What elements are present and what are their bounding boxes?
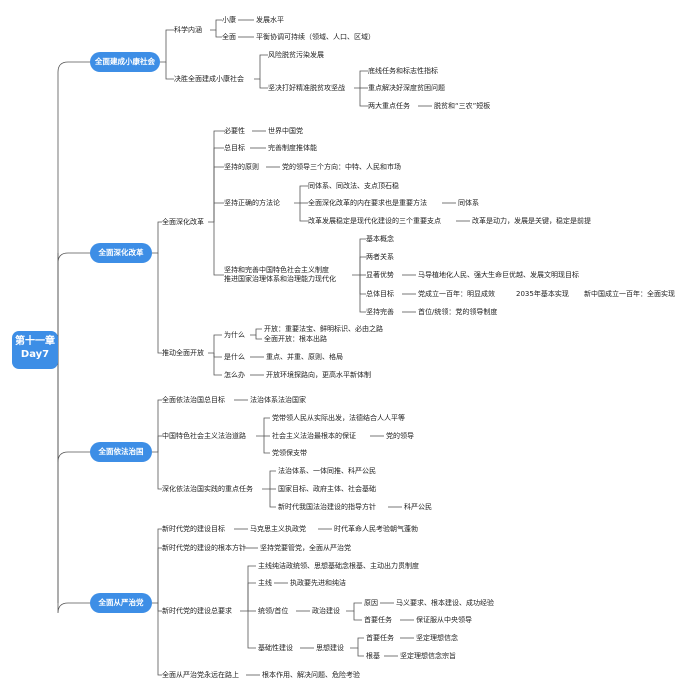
node-wanshan[interactable]: 完善制度推体能 <box>268 144 317 152</box>
node-zhidu[interactable]: 坚持和完善中国特色社会主义制度 推进国家治理体系和治理能力现代化 <box>224 266 336 284</box>
node-yibainian[interactable]: 党成立一百年：明显成效 <box>418 290 495 298</box>
node-jianding2[interactable]: 坚定理想信念宗旨 <box>400 652 456 660</box>
node-tongtixi[interactable]: 同体系、同改法、支点顶石稳 <box>308 182 399 190</box>
node-shenhua[interactable]: 全面深化改革 <box>162 218 204 226</box>
node-jianchi-wanshan[interactable]: 坚持完善 <box>366 308 394 316</box>
node-biyao[interactable]: 必要性 <box>224 127 245 135</box>
node-kexue[interactable]: 科学内涵 <box>174 26 202 34</box>
node-fangfa[interactable]: 坚持正确的方法论 <box>224 199 280 207</box>
node-shouwei[interactable]: 首位/统领：党的领导制度 <box>418 308 498 316</box>
node-zongti-mubiao[interactable]: 总体目标 <box>366 290 394 298</box>
node-zhidu-line2: 推进国家治理体系和治理能力现代化 <box>224 275 336 283</box>
node-fazhan[interactable]: 发展水平 <box>256 16 284 24</box>
root-subtitle: Day7 <box>20 349 50 360</box>
node-genben-zuoyong[interactable]: 根本作用、解决问题、危险考验 <box>262 671 360 679</box>
node-duanban[interactable]: 脱贫和“三农”短板 <box>434 102 491 110</box>
node-shishenme[interactable]: 是什么 <box>224 353 245 361</box>
node-jianshe-mubiao[interactable]: 新时代党的建设目标 <box>162 525 225 533</box>
node-zongmubiao[interactable]: 总目标 <box>224 144 245 152</box>
node-xinshidai-fangzhen[interactable]: 新时代我国法治建设的指导方针 <box>278 503 376 511</box>
node-gaige-wending[interactable]: 改革发展稳定是现代化建设的三个重要支点 <box>308 217 441 225</box>
node-zenme[interactable]: 怎么办 <box>224 371 245 379</box>
node-jichu[interactable]: 基础性建设 <box>258 644 293 652</box>
node-kaifang-huanjing[interactable]: 开放环境探路向，更高水平新体制 <box>266 371 371 379</box>
node-makesi-yaoqiu[interactable]: 马义要求、根本建设、成功经验 <box>396 599 494 607</box>
node-2035[interactable]: 2035年基本实现 <box>516 290 569 298</box>
section-congyan-zhidang[interactable]: 全面从严治党 <box>90 593 152 613</box>
node-zongyaoqiu[interactable]: 新时代党的建设总要求 <box>162 607 232 615</box>
node-fazhi-tixi[interactable]: 法治体系法治国家 <box>250 396 306 404</box>
node-dongli[interactable]: 改革是动力，发展是关键，稳定是前提 <box>472 217 591 225</box>
node-youshi-detail[interactable]: 马导植地化人民、强大生命巨优越、发展文明现目标 <box>418 271 579 279</box>
node-xiaokang[interactable]: 小康 <box>222 16 236 24</box>
node-yuanyin[interactable]: 原因 <box>364 599 378 607</box>
section-xiaokang[interactable]: 全面建成小康社会 <box>90 52 160 72</box>
node-kaifang-zhongdian[interactable]: 重点、并重、原则、格局 <box>266 353 343 361</box>
node-fazhi-yiti[interactable]: 法治体系、一体同推、科严公民 <box>278 467 376 475</box>
node-shouyao[interactable]: 首要任务 <box>364 616 392 624</box>
node-fengxian[interactable]: 风险脱贫污染发展 <box>268 51 324 59</box>
node-fazhi-daolu[interactable]: 中国特色社会主义法治道路 <box>162 432 246 440</box>
node-zhizheng[interactable]: 执政要先进和纯洁 <box>290 579 346 587</box>
node-zhongdian-renwu[interactable]: 深化依法治国实践的重点任务 <box>162 485 253 493</box>
node-pingheng[interactable]: 平衡协调可持续（领域、人口、区域） <box>256 33 375 41</box>
node-dangling[interactable]: 党的领导三个方向：中特、人民和市场 <box>282 163 401 171</box>
node-jianding[interactable]: 坚定理想信念 <box>416 634 458 642</box>
node-weishenme[interactable]: 为什么 <box>224 331 245 339</box>
node-dang-de-lingdao[interactable]: 党的领导 <box>386 432 414 440</box>
node-genji[interactable]: 根基 <box>366 652 380 660</box>
node-liangda[interactable]: 两大重点任务 <box>368 102 410 110</box>
node-guandang[interactable]: 坚持党要管党，全面从严治党 <box>260 544 351 552</box>
node-dixian[interactable]: 底线任务和标志性指标 <box>368 67 438 75</box>
node-yuanze[interactable]: 坚持的原则 <box>224 163 259 171</box>
node-baozheng[interactable]: 保证服从中央领导 <box>416 616 472 624</box>
node-jianjue[interactable]: 坚决打好精准脱贫攻坚战 <box>268 84 345 92</box>
node-genben-fangzhen[interactable]: 新时代党的建设的根本方针 <box>162 544 246 552</box>
node-kaifang1[interactable]: 开放：重要法宝、鲜明标识、必由之路 <box>264 325 383 333</box>
node-liangzhe[interactable]: 两者关系 <box>366 253 394 261</box>
node-dangdai-renmin[interactable]: 党带领人民从实际出发，法德结合人人平等 <box>272 414 405 422</box>
node-zhidu-line1: 坚持和完善中国特色社会主义制度 <box>224 266 329 274</box>
node-xinzhongguo[interactable]: 新中国成立一百年：全面实现 <box>584 290 675 298</box>
node-shouyao2[interactable]: 首要任务 <box>366 634 394 642</box>
node-baozhang[interactable]: 党领保支带 <box>272 449 307 457</box>
node-tongti[interactable]: 同体系 <box>458 199 479 207</box>
node-kaifang2[interactable]: 全面开放：根本出路 <box>264 335 327 343</box>
node-tongling[interactable]: 统领/首位 <box>258 607 289 615</box>
node-zhuxian[interactable]: 主线 <box>258 579 272 587</box>
node-yifa-mubiao[interactable]: 全面依法治国总目标 <box>162 396 225 404</box>
node-sixiang[interactable]: 思想建设 <box>316 644 344 652</box>
node-shehui-baozheng[interactable]: 社会主义法治最根本的保证 <box>272 432 356 440</box>
node-youshi[interactable]: 显著优势 <box>366 271 394 279</box>
section-yifa-zhiguo[interactable]: 全面依法治国 <box>90 442 152 462</box>
node-jiben[interactable]: 基本概念 <box>366 235 394 243</box>
node-guojia-mubiao[interactable]: 国家目标、政府主体、社会基础 <box>278 485 376 493</box>
root-node[interactable]: 第十一章 Day7 <box>12 331 58 369</box>
node-quanmian[interactable]: 全面 <box>222 33 236 41</box>
node-yongyuan[interactable]: 全面从严治党永远在路上 <box>162 671 239 679</box>
section-shenhua-gaige[interactable]: 全面深化改革 <box>90 243 152 263</box>
node-zhuxian-tongling[interactable]: 主线纯洁政统领、思想基础念根基、主动出力贯制度 <box>258 562 419 570</box>
root-title: 第十一章 <box>15 336 55 347</box>
node-zhengzhi[interactable]: 政治建设 <box>312 607 340 615</box>
node-juesheng[interactable]: 决胜全面建成小康社会 <box>174 75 244 83</box>
node-keyan[interactable]: 科严公民 <box>404 503 432 511</box>
node-neizai[interactable]: 全面深化改革的内在要求也是重要方法 <box>308 199 427 207</box>
node-shijie[interactable]: 世界中国党 <box>268 127 303 135</box>
node-makesi[interactable]: 马克思主义执政党 <box>250 525 306 533</box>
node-geming[interactable]: 时代革命人民考验朝气蓬勃 <box>334 525 418 533</box>
node-zhongdian[interactable]: 重点解决好深度贫困问题 <box>368 84 445 92</box>
node-tuidong[interactable]: 推动全面开放 <box>162 349 204 357</box>
